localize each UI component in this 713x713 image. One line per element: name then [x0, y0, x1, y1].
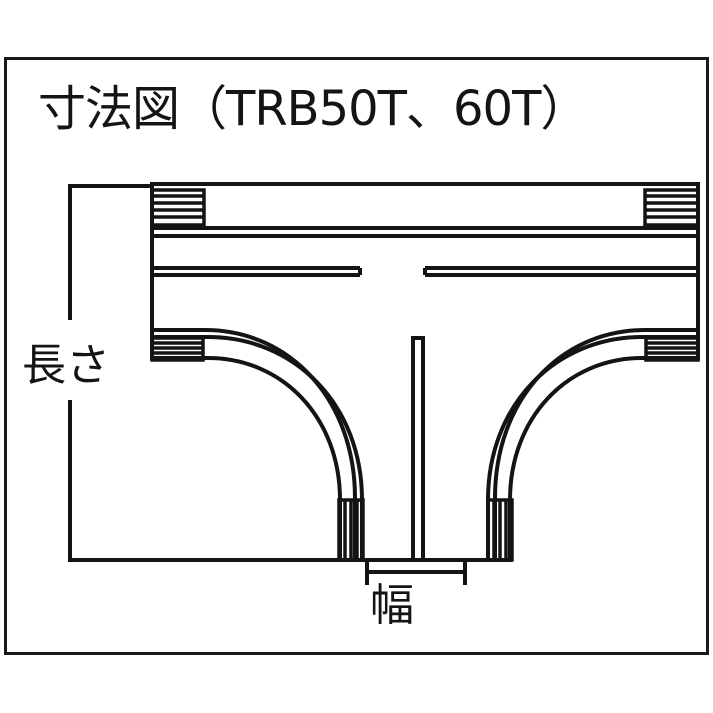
thread-hatch-branch-left	[337, 498, 365, 562]
branch-outer-curve-left-inner	[152, 335, 364, 560]
branch-inner-curve-left	[152, 356, 342, 560]
branch-curve-left	[152, 328, 364, 560]
center-axis-stub	[411, 336, 425, 562]
inner-bore-lines	[152, 266, 698, 277]
thread-box-top-left	[150, 188, 206, 227]
thread-box-top-right	[643, 188, 700, 227]
branch-outer-curve-right-inner	[486, 335, 698, 560]
thread-hatch-mid-left	[150, 336, 205, 362]
center-axis-rect	[411, 336, 425, 562]
thread-hatch-top-right	[643, 188, 700, 227]
thread-hatch-top-left	[150, 188, 206, 227]
width-dimension-label: 幅	[370, 580, 414, 631]
thread-hatch-mid-right	[644, 336, 700, 362]
width-dimension-group	[365, 560, 467, 585]
branch-curve-right	[486, 328, 698, 560]
page-title: 寸法図（TRB50T、60T）	[38, 81, 588, 137]
length-dimension-label: 長さ	[22, 340, 110, 391]
branch-inner-curve-right	[508, 356, 698, 560]
